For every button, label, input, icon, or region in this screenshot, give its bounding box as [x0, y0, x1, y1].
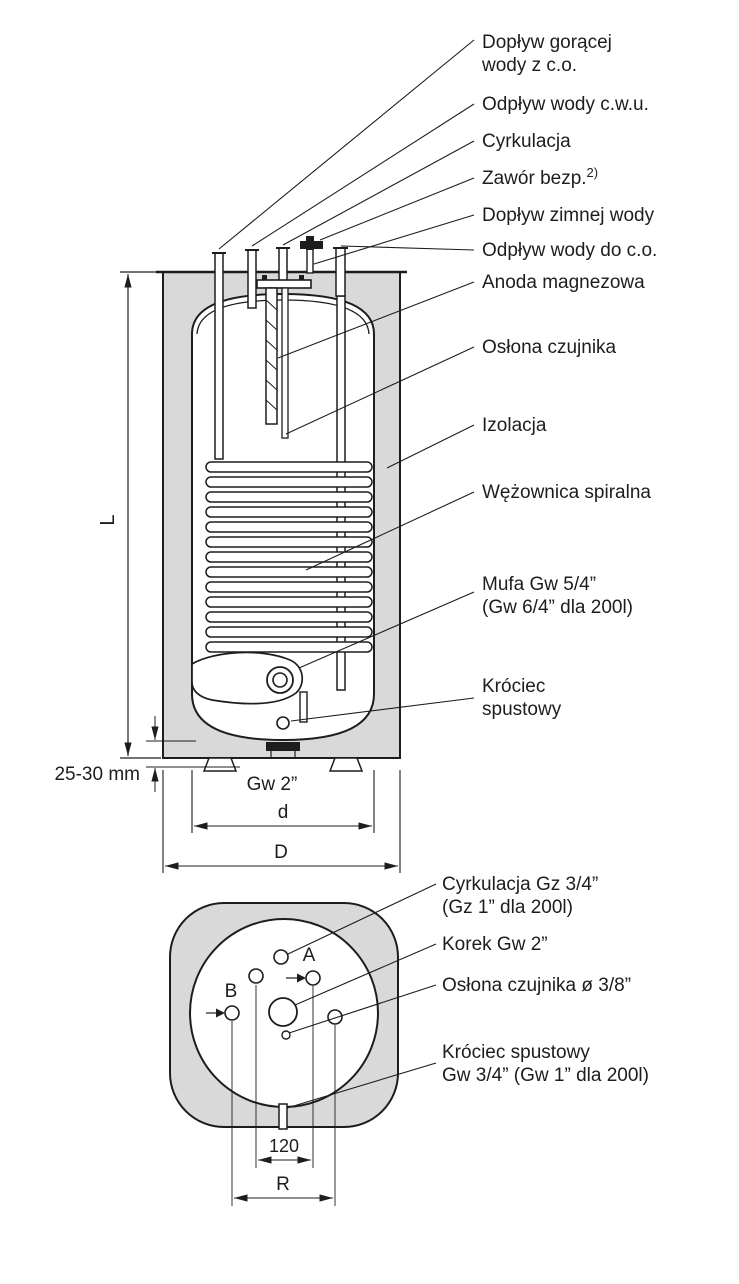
- leader-circulation: [282, 140, 475, 246]
- nozzle-b: [224, 1005, 240, 1021]
- marker-b: B: [206, 981, 237, 1018]
- bottom-view: A B Cyrkulacja Gz 3/4” (Gz 1” dla 200l) …: [169, 874, 649, 1206]
- label-cold-inlet: Dopływ zimnej wody: [482, 205, 655, 226]
- dhw-outlet-pipe: [245, 249, 259, 309]
- leader-bottom-drain: [286, 1062, 437, 1109]
- dimension-outer-diameter: [162, 770, 401, 873]
- bottom-connector: [266, 742, 300, 758]
- label-co-return: Odpływ wody do c.o.: [482, 240, 657, 261]
- label-sensor-sleeve: Osłona czujnika: [482, 337, 617, 358]
- leader-co-return: [340, 245, 475, 251]
- leader-anode: [277, 281, 475, 359]
- leader-safety-valve: [319, 177, 475, 241]
- leader-drain: [290, 697, 475, 722]
- bottom-leader-lines: [286, 883, 437, 1109]
- label-hot-water-inlet-line1: Dopływ gorącej: [482, 32, 612, 53]
- label-insulation: Izolacja: [482, 415, 547, 436]
- plug-gw2: [268, 997, 298, 1027]
- label-coupling-line2: (Gw 6/4” dla 200l): [482, 597, 633, 618]
- nozzle-left-upper: [248, 968, 264, 984]
- label-plug: Korek Gw 2”: [442, 934, 548, 955]
- label-bottom-circulation-line2: (Gz 1” dla 200l): [442, 897, 573, 918]
- drain-stub: [278, 1103, 288, 1130]
- dim-label-d: d: [278, 802, 289, 823]
- bottom-labels: Cyrkulacja Gz 3/4” (Gz 1” dla 200l) Kore…: [269, 874, 649, 1195]
- dim-label-120: 120: [269, 1136, 299, 1156]
- dim-label-feet-gap: 25-30 mm: [54, 764, 140, 785]
- coupling-mufa: [191, 651, 304, 705]
- dim-label-L: L: [97, 514, 119, 525]
- label-bottom-sensor: Osłona czujnika ø 3/8”: [442, 975, 631, 996]
- leader-hot-water-inlet: [218, 39, 475, 250]
- bottom-nozzles: [224, 949, 343, 1130]
- leader-plug: [294, 943, 437, 1006]
- heating-coil: [205, 461, 373, 653]
- dimension-feet-gap: [146, 716, 240, 792]
- label-anode: Anoda magnezowa: [482, 272, 645, 293]
- dim-label-D: D: [274, 842, 288, 863]
- bottom-dimensions: [231, 985, 336, 1206]
- side-labels: Dopływ gorącej wody z c.o. Odpływ wody c…: [54, 32, 657, 863]
- hot-water-inlet-pipe: [212, 252, 226, 460]
- label-bottom-drain-line2: Gw 3/4” (Gw 1” dla 200l): [442, 1065, 649, 1086]
- drain-port: [276, 691, 308, 730]
- label-bottom-circulation-line1: Cyrkulacja Gz 3/4”: [442, 874, 598, 895]
- nozzle-circulation: [273, 949, 289, 965]
- label-drain-line1: Króciec: [482, 676, 545, 697]
- sensor-sleeve-tube: [281, 287, 289, 439]
- label-bottom-drain-line1: Króciec spustowy: [442, 1042, 590, 1063]
- marker-a: A: [286, 945, 316, 983]
- dim-label-gw2: Gw 2”: [247, 774, 298, 795]
- marker-a-label: A: [303, 945, 316, 966]
- label-drain-line2: spustowy: [482, 699, 562, 720]
- dimension-height-L: [120, 271, 161, 759]
- side-leader-lines: [218, 39, 475, 722]
- leader-coil: [305, 491, 475, 571]
- magnesium-anode: [265, 287, 278, 425]
- dim-label-R: R: [276, 1174, 290, 1195]
- label-dhw-outlet: Odpływ wody c.w.u.: [482, 94, 649, 115]
- leader-dhw-outlet: [251, 103, 475, 247]
- leader-bottom-circulation: [287, 883, 437, 955]
- sensor-sleeve-hole: [281, 1030, 291, 1040]
- leader-insulation: [386, 424, 475, 469]
- label-coil: Wężownica spiralna: [482, 482, 651, 503]
- marker-b-label: B: [225, 981, 238, 1002]
- feet: [202, 757, 364, 772]
- co-return-pipe: [333, 247, 348, 297]
- nozzle-right: [327, 1009, 343, 1025]
- label-safety-valve: Zawór bezp.2): [482, 165, 598, 189]
- label-coupling-line1: Mufa Gw 5/4”: [482, 574, 596, 595]
- nozzle-a: [305, 970, 321, 986]
- safety-valve: [300, 236, 323, 274]
- dimension-inner-diameter: [191, 770, 375, 833]
- label-circulation: Cyrkulacja: [482, 131, 571, 152]
- leader-coupling: [298, 591, 475, 669]
- leader-sensor-sleeve: [285, 346, 475, 435]
- leader-cold-inlet: [313, 214, 475, 265]
- side-view: Dopływ gorącej wody z c.o. Odpływ wody c…: [54, 32, 657, 873]
- label-hot-water-inlet-line2: wody z c.o.: [481, 55, 577, 76]
- leader-bottom-sensor: [288, 984, 437, 1034]
